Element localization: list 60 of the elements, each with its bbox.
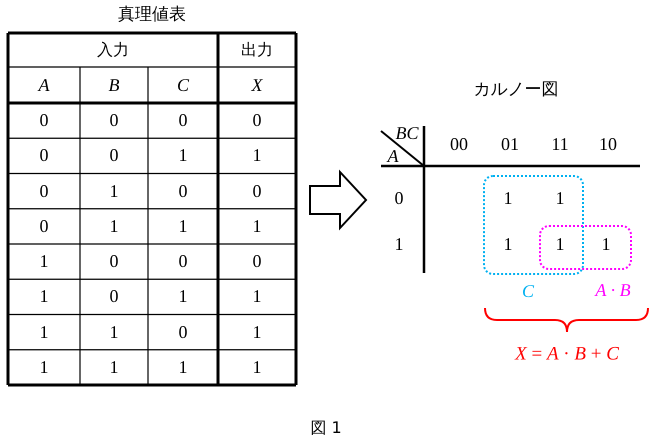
table-value: 1 bbox=[178, 216, 188, 237]
table-value: 0 bbox=[252, 111, 262, 131]
grouping-loop bbox=[539, 225, 632, 270]
variable-label: C bbox=[177, 76, 189, 96]
table-value: 1 bbox=[178, 287, 188, 308]
heading: カルノー図 bbox=[474, 80, 558, 100]
table-value: 0 bbox=[178, 322, 188, 342]
table-value: 0 bbox=[110, 111, 118, 131]
value-label: 1 bbox=[556, 235, 564, 255]
value-label: 11 bbox=[551, 135, 569, 155]
table-value: 0 bbox=[40, 111, 48, 131]
variable-label: A bbox=[38, 76, 50, 96]
table-value: 0 bbox=[252, 252, 262, 272]
variable-label: BC bbox=[396, 124, 418, 144]
table-value: 0 bbox=[178, 252, 188, 272]
block-arrow bbox=[309, 169, 368, 231]
value-label: 10 bbox=[599, 135, 617, 155]
table-value: 0 bbox=[40, 182, 48, 202]
table-value: 0 bbox=[40, 216, 48, 237]
table-value: 1 bbox=[40, 252, 48, 272]
table-value: 0 bbox=[252, 182, 262, 202]
value-label: 1 bbox=[602, 235, 610, 255]
table-value: 1 bbox=[252, 322, 262, 342]
table-value: 1 bbox=[110, 182, 118, 202]
table-value: 0 bbox=[110, 287, 118, 308]
table-value: 1 bbox=[178, 146, 188, 166]
table-value: 0 bbox=[178, 111, 188, 131]
table-value: 1 bbox=[110, 358, 118, 378]
table-value: 1 bbox=[252, 287, 262, 308]
group-label: A · B bbox=[595, 281, 631, 301]
table-value: 0 bbox=[178, 182, 188, 202]
table-value: 1 bbox=[40, 358, 48, 378]
heading: 真理値表 bbox=[118, 6, 186, 24]
variable-label: X bbox=[252, 76, 262, 96]
value-label: 0 bbox=[394, 189, 404, 209]
table-value: 1 bbox=[252, 146, 262, 166]
variable-label: B bbox=[108, 76, 120, 96]
table-header: 入力 bbox=[97, 41, 129, 59]
table-value: 0 bbox=[110, 146, 118, 166]
value-label: 1 bbox=[504, 189, 512, 209]
group-label: C bbox=[522, 282, 534, 302]
value-label: 01 bbox=[501, 135, 519, 155]
caption: 図 1 bbox=[310, 419, 342, 437]
variable-label: A bbox=[388, 147, 398, 167]
value-label: 00 bbox=[450, 135, 468, 155]
table-value: 0 bbox=[40, 146, 48, 166]
table-value: 1 bbox=[252, 216, 262, 237]
table-value: 1 bbox=[110, 322, 118, 342]
value-label: 1 bbox=[394, 235, 404, 255]
value-label: 1 bbox=[504, 235, 512, 255]
table-value: 0 bbox=[110, 252, 118, 272]
grouping-loop bbox=[483, 175, 584, 275]
formula: X = A · B + C bbox=[515, 344, 619, 366]
table-value: 1 bbox=[40, 322, 48, 342]
value-label: 1 bbox=[556, 189, 564, 209]
table-value: 1 bbox=[40, 287, 48, 308]
table-value: 1 bbox=[110, 216, 118, 237]
table-header: 出力 bbox=[241, 41, 273, 59]
table-value: 1 bbox=[178, 358, 188, 378]
table-value: 1 bbox=[252, 358, 262, 378]
